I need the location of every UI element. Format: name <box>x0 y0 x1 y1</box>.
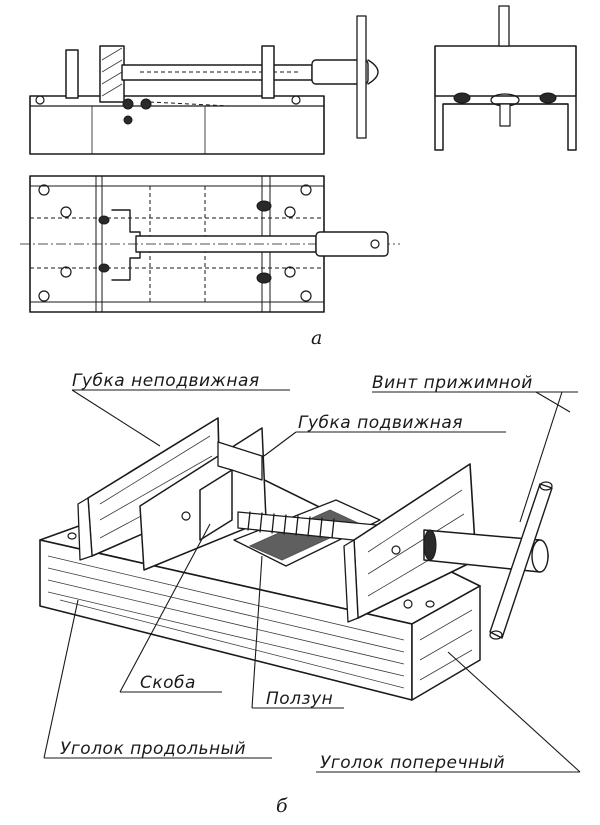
part-b-letter: б <box>276 795 288 817</box>
front-view <box>29 15 379 155</box>
top-view <box>20 175 400 313</box>
label-slider: Ползун <box>266 689 333 709</box>
label-clamp-screw: Винт прижимной <box>372 373 533 393</box>
leader-lines <box>43 389 581 773</box>
side-view <box>434 5 577 151</box>
label-movable-jaw: Губка подвижная <box>298 413 463 433</box>
label-transverse-angle: Уголок поперечный <box>320 753 505 773</box>
label-bracket: Скоба <box>140 673 196 693</box>
label-longitudinal-angle: Уголок продольный <box>60 739 246 759</box>
isometric-view <box>39 417 553 701</box>
part-a-letter: а <box>311 327 322 349</box>
label-fixed-jaw: Губка неподвижная <box>72 371 260 391</box>
